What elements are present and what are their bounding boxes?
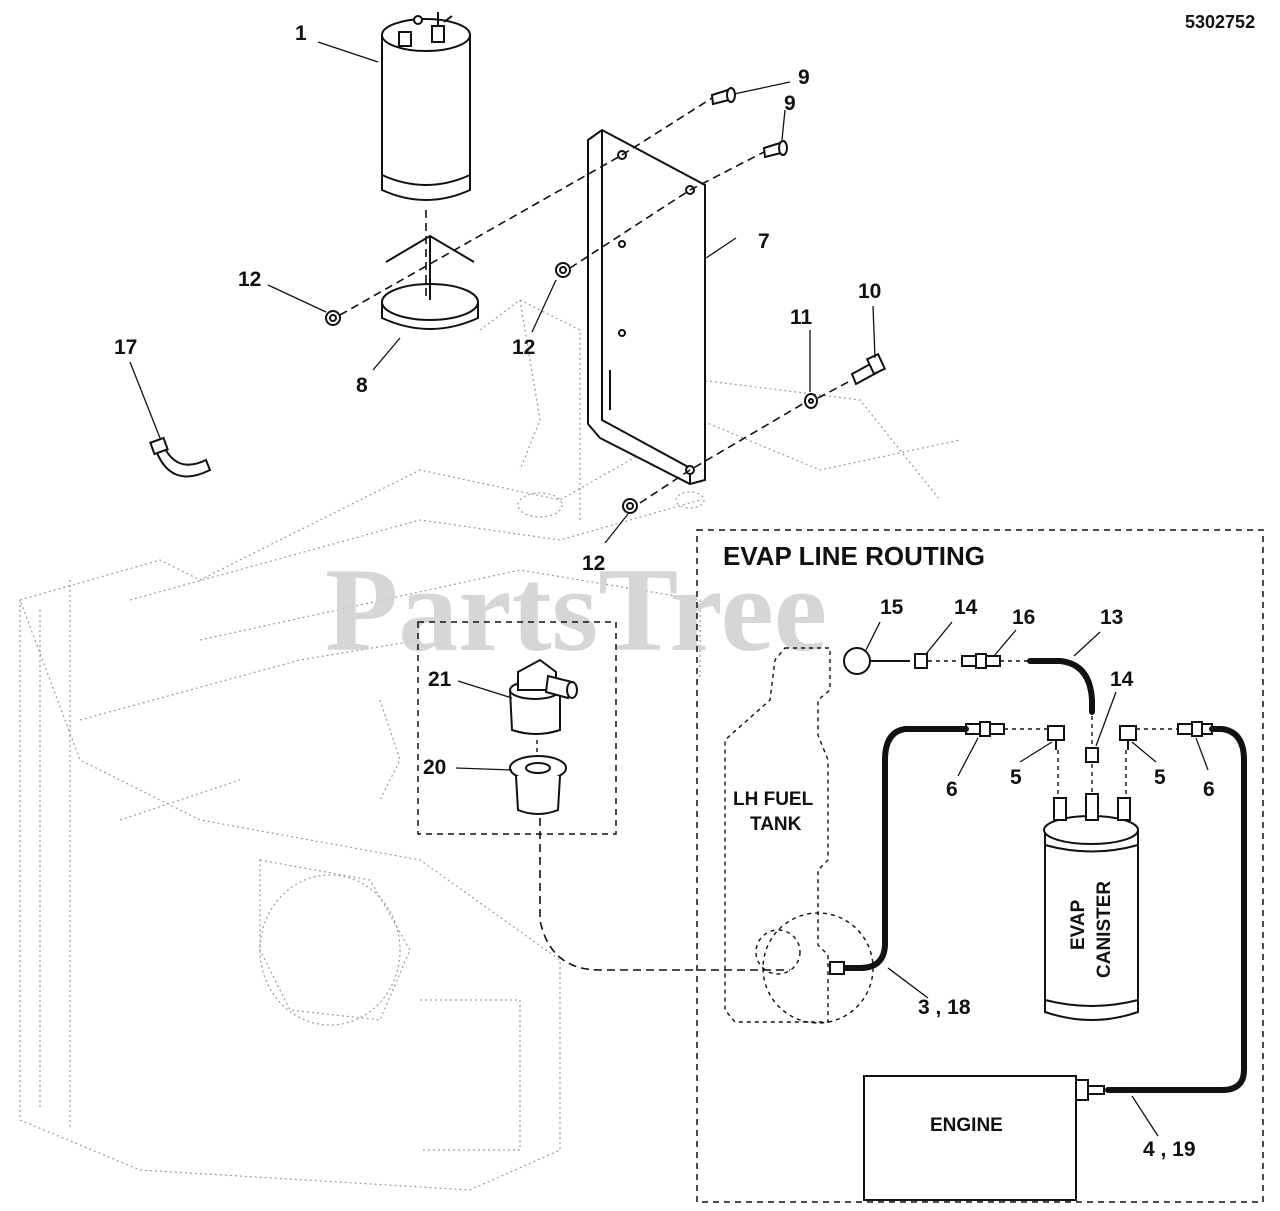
callout-14-lower: 14: [1110, 668, 1134, 691]
part-12-nut-c: [622, 498, 638, 514]
fuel-tank-label-line2: TANK: [750, 814, 802, 835]
callout-12-lower: 12: [582, 552, 605, 575]
part-12-nut-a: [325, 310, 341, 326]
callout-20: 20: [423, 756, 446, 779]
part-20-grommet: [509, 755, 567, 815]
part-1-filter-canister: [381, 12, 471, 201]
callout-6-left: 6: [946, 778, 958, 801]
part-21-vent-valve: [509, 658, 578, 735]
leader-lines: [129, 41, 1209, 1137]
callout-13: 13: [1100, 606, 1123, 629]
callout-4-19: 4 , 19: [1143, 1138, 1196, 1161]
callout-17: 17: [114, 336, 137, 359]
part-12-nut-b: [555, 262, 571, 278]
callout-10: 10: [858, 280, 881, 303]
document-number: 5302752: [1185, 12, 1255, 32]
part-6-connector-right: [1177, 721, 1213, 737]
callout-5-left: 5: [1010, 766, 1022, 789]
callout-5-right: 5: [1154, 766, 1166, 789]
grommet-detail-box: [417, 621, 617, 835]
part-11-washer: [804, 393, 818, 409]
part-9-bolt-upper: [710, 87, 736, 106]
callout-11: 11: [790, 306, 813, 329]
part-14-clamp-lower: [1085, 747, 1099, 763]
evap-canister: [1043, 793, 1139, 1021]
callout-6-right: 6: [1203, 778, 1215, 801]
fuel-tank-port-fitting: [829, 961, 845, 975]
callout-15: 15: [880, 596, 904, 619]
evap-canister-label-line2: CANISTER: [1094, 881, 1115, 978]
callout-9-lower: 9: [784, 92, 796, 115]
part-10-bolt: [850, 352, 887, 386]
callout-3-18: 3 , 18: [918, 996, 971, 1019]
part-17-cable-tie: [149, 436, 212, 478]
part-7-bracket: [587, 128, 706, 486]
ghost-frame: [19, 298, 961, 1191]
part-6-connector-left: [965, 721, 1005, 737]
part-3-18-hose: [843, 726, 969, 971]
engine-box: [863, 1075, 1077, 1201]
part-14-clamp-upper: [914, 653, 928, 669]
callout-12-left: 12: [238, 268, 261, 291]
watermark: PartsTree: [325, 543, 827, 676]
part-15-rollover-valve: [843, 647, 910, 675]
part-5-tee-right: [1119, 725, 1137, 750]
lh-fuel-tank-outline: [724, 647, 831, 1023]
part-13-hose: [1027, 658, 1095, 715]
callout-9-upper: 9: [798, 66, 810, 89]
part-9-bolt-lower: [762, 140, 788, 159]
fuel-tank-label-line1: LH FUEL: [733, 789, 814, 810]
part-5-tee-left: [1047, 725, 1065, 750]
engine-label: ENGINE: [930, 1115, 1003, 1136]
callout-1: 1: [295, 22, 307, 45]
callout-8: 8: [356, 374, 368, 397]
part-8-clamp-ring: [381, 234, 479, 330]
callout-16: 16: [1012, 606, 1035, 629]
callout-7: 7: [758, 230, 770, 253]
part-4-19-hose: [1105, 726, 1247, 1093]
callout-14-upper: 14: [954, 596, 978, 619]
evap-canister-label-line1: EVAP: [1068, 899, 1089, 950]
engine-fitting: [1075, 1079, 1105, 1101]
evap-canister-label: EVAP CANISTER: [1068, 881, 1115, 978]
callouts: 1 7 8 9 9 10 11 12 12 12 17 20 21 15 14 …: [114, 22, 1215, 1161]
evap-routing-title: EVAP LINE ROUTING: [723, 541, 985, 571]
callout-21: 21: [428, 668, 452, 691]
callout-12-middle: 12: [512, 336, 535, 359]
evap-routing-box: [696, 529, 1264, 1203]
